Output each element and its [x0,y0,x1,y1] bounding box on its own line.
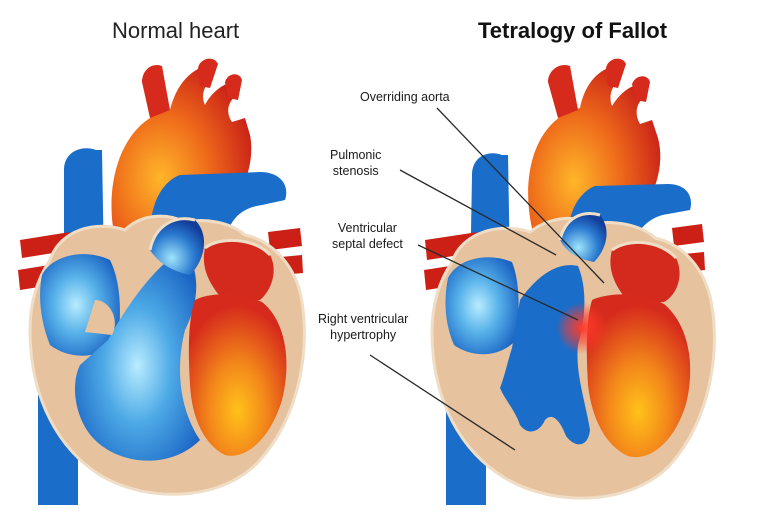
label-overriding-aorta: Overriding aorta [360,89,450,105]
normal-heart [18,59,304,505]
ventricular-septal-defect-glow [556,302,608,354]
tof-right-atrium [446,257,519,354]
tetralogy-heart [424,59,714,505]
